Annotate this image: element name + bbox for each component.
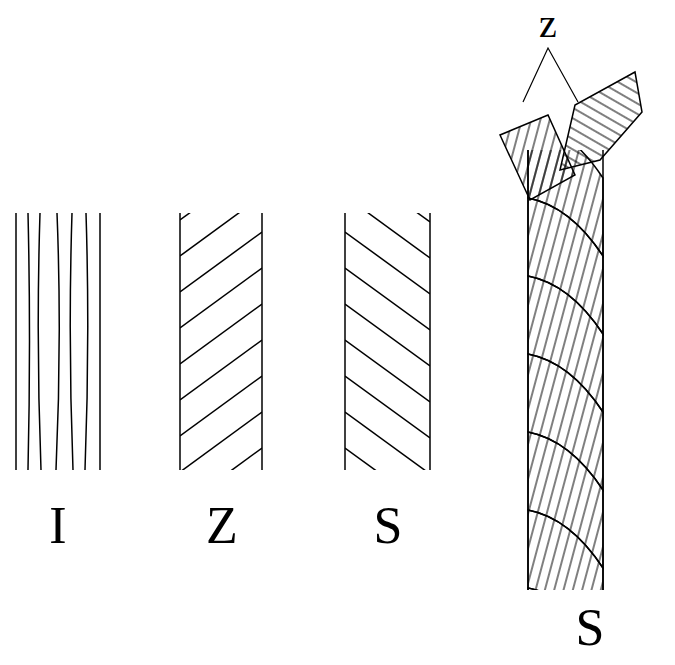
z-fiber [180, 304, 262, 364]
s-fiber [345, 448, 430, 470]
z-fiber [180, 412, 262, 470]
s-fiber [345, 268, 430, 330]
z-fiber [180, 376, 262, 436]
z-fiber [180, 448, 262, 470]
s-fiber [345, 376, 430, 438]
z-fiber [180, 213, 262, 256]
yarn-strips [16, 160, 430, 582]
z-fiber [180, 232, 262, 292]
s-fiber [345, 213, 430, 222]
twist-label: S [576, 602, 605, 654]
twist-label: S [374, 500, 403, 552]
rope-s-twist [500, 48, 642, 665]
s-fiber [345, 340, 430, 402]
twist-label: Z [206, 500, 238, 552]
s-fiber [345, 232, 430, 294]
z-fiber [180, 213, 262, 220]
s-fiber [345, 412, 430, 470]
z-fiber [180, 268, 262, 328]
z-fiber [180, 340, 262, 400]
s-fiber [345, 304, 430, 366]
twist-label: z [539, 4, 557, 44]
s-fiber [345, 213, 430, 258]
rope-strand-segment [528, 588, 603, 590]
rope-strand-segment [528, 510, 603, 590]
twist-label: I [49, 500, 66, 552]
